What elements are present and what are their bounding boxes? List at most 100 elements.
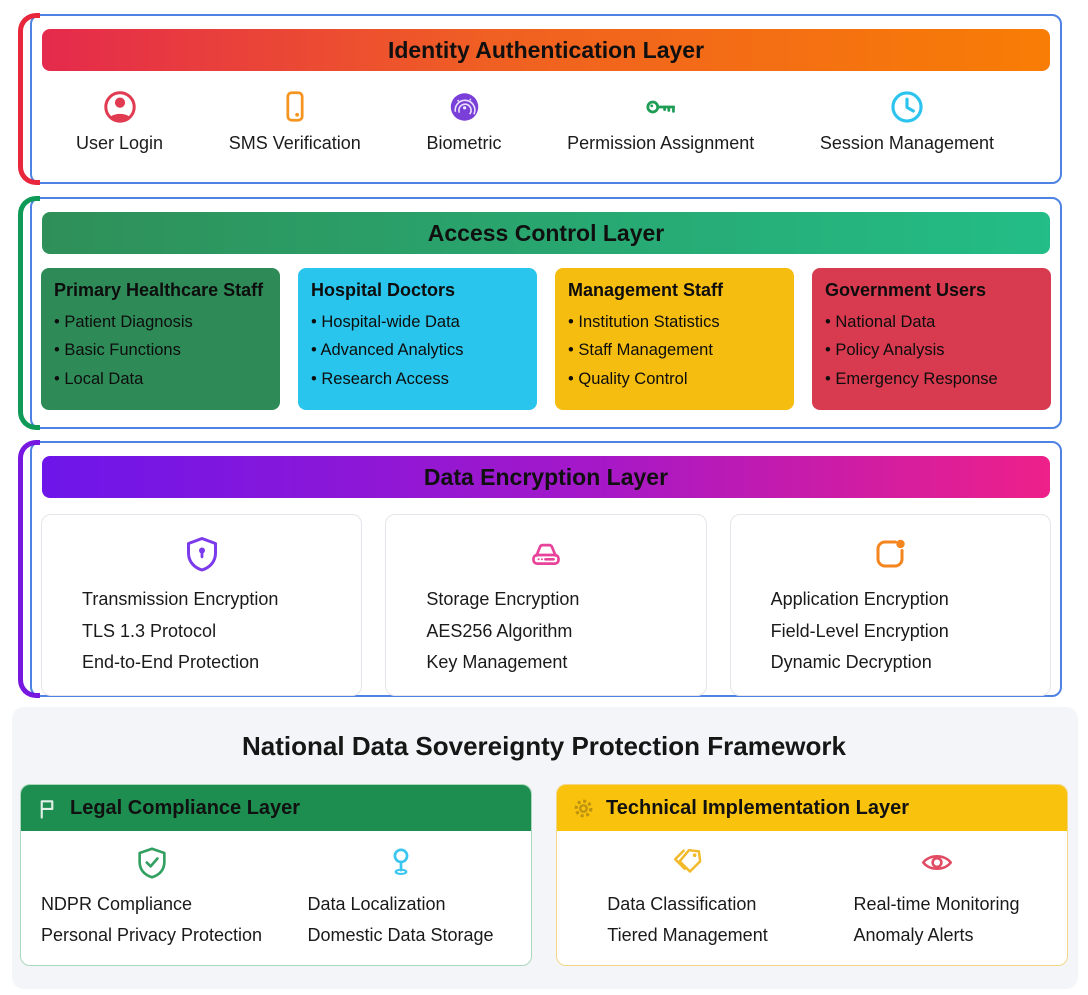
feature-realtime-monitoring: Real-time Monitoring Anomaly Alerts [812,844,1061,951]
flag-icon [40,799,54,819]
feature-line: Domestic Data Storage [307,924,494,945]
bullet-item: Hospital-wide Data [311,308,524,336]
role-card-title: Hospital Doctors [311,280,456,300]
role-card-hospital-doctors: Hospital Doctors Hospital-wide Data Adva… [298,268,537,410]
bullet-item: Emergency Response [825,365,1038,393]
user-icon [103,91,136,123]
feature-line: Tiered Management [607,924,768,945]
shield-lock-icon [186,537,217,572]
clock-icon [891,91,923,123]
access-layer-header: Access Control Layer [42,212,1050,254]
bullet-item: Basic Functions [54,336,267,364]
role-card-primary-healthcare: Primary Healthcare Staff Patient Diagnos… [41,268,280,410]
enc-line: Transmission Encryption [82,589,279,609]
feature-data-localization: Data Localization Domestic Data Storage [276,844,525,951]
bullet-item: Local Data [54,365,267,393]
bullet-item: Quality Control [568,365,781,393]
feature-line: Data Classification [607,894,757,914]
framework-panels: Legal Compliance Layer NDPR Compliance [20,784,1068,966]
feature-ndpr-compliance: NDPR Compliance Personal Privacy Protect… [27,844,276,951]
access-control-layer: Access Control Layer Primary Healthcare … [18,196,1062,430]
bullet-item: Patient Diagnosis [54,308,267,336]
enc-line: AES256 Algorithm [426,620,573,641]
enc-line: TLS 1.3 Protocol [82,620,217,641]
role-card-bullets: Patient Diagnosis Basic Functions Local … [54,308,267,393]
bullet-item: Advanced Analytics [311,336,524,364]
enc-card-transmission: Transmission Encryption TLS 1.3 Protocol… [41,514,363,696]
feature-line: Real-time Monitoring [853,894,1020,914]
auth-item-biometric: Biometric [426,88,501,154]
feature-lines: Data Localization Domestic Data Storage [307,889,493,951]
enc-line: Field-Level Encryption [770,620,949,641]
feature-line: Data Localization [307,894,446,914]
auth-methods-row: User Login SMS Verification Bi [32,71,1060,168]
technical-panel-header: Technical Implementation Layer [557,785,1067,831]
role-card-title: Government Users [825,280,987,300]
legal-panel-body: NDPR Compliance Personal Privacy Protect… [21,831,531,965]
shield-check-icon [137,847,166,879]
feature-data-classification: Data Classification Tiered Management [563,844,812,951]
role-card-management-staff: Management Staff Institution Statistics … [555,268,794,410]
role-card-bullets: Institution Statistics Staff Management … [568,308,781,393]
technical-panel-title: Technical Implementation Layer [606,796,910,819]
feature-line: NDPR Compliance [40,894,192,914]
enc-card-lines: Storage Encryption AES256 Algorithm Key … [386,584,705,679]
bullet-item: Institution Statistics [568,308,781,336]
technical-panel-body: Data Classification Tiered Management [557,831,1067,965]
legal-panel-title: Legal Compliance Layer [70,796,301,819]
auth-item-label: Session Management [819,133,994,153]
bullet-item: Research Access [311,365,524,393]
role-card-bullets: Hospital-wide Data Advanced Analytics Re… [311,308,524,393]
feature-lines: Real-time Monitoring Anomaly Alerts [853,889,1019,951]
gear-icon [574,799,593,817]
enc-line: End-to-End Protection [82,652,260,672]
auth-item-permission-assignment: Permission Assignment [567,88,754,154]
feature-line: Anomaly Alerts [853,924,974,945]
enc-card-storage: Storage Encryption AES256 Algorithm Key … [385,514,707,696]
national-framework-section: National Data Sovereignty Protection Fra… [12,707,1078,989]
identity-layer-title: Identity Authentication Layer [387,36,705,63]
encryption-cards-row: Transmission Encryption TLS 1.3 Protocol… [32,498,1060,710]
feature-lines: NDPR Compliance Personal Privacy Protect… [41,889,262,951]
enc-line: Key Management [426,652,568,672]
location-pin-icon [393,848,408,875]
role-card-title: Management Staff [568,280,724,300]
auth-item-user-login: User Login [76,88,163,154]
data-encryption-layer: Data Encryption Layer Transmission Encry… [18,440,1062,698]
bullet-item: Policy Analysis [825,336,1038,364]
eye-icon [921,855,952,871]
enc-line: Application Encryption [770,589,949,609]
encryption-layer-header: Data Encryption Layer [42,456,1050,498]
auth-item-label: SMS Verification [228,133,361,153]
role-card-bullets: National Data Policy Analysis Emergency … [825,308,1038,393]
role-cards-row: Primary Healthcare Staff Patient Diagnos… [32,254,1060,426]
legal-compliance-panel: Legal Compliance Layer NDPR Compliance [20,784,532,966]
phone-icon [286,91,304,122]
encryption-layer-title: Data Encryption Layer [423,463,669,490]
technical-implementation-panel: Technical Implementation Layer [556,784,1068,966]
enc-line: Storage Encryption [426,589,580,609]
legal-panel-header: Legal Compliance Layer [21,785,531,831]
identity-authentication-layer: Identity Authentication Layer User Login… [18,13,1062,185]
feature-line: Personal Privacy Protection [40,924,263,945]
bullet-item: Staff Management [568,336,781,364]
enc-card-application: Application Encryption Field-Level Encry… [729,514,1051,696]
bullet-item: National Data [825,308,1038,336]
auth-item-label: User Login [76,133,164,153]
role-card-government-users: Government Users National Data Policy An… [812,268,1051,410]
framework-title: National Data Sovereignty Protection Fra… [242,731,846,761]
auth-item-label: Permission Assignment [567,133,755,153]
app-window-icon [876,539,906,568]
enc-card-lines: Transmission Encryption TLS 1.3 Protocol… [42,584,361,679]
enc-line: Dynamic Decryption [770,652,932,672]
access-layer-title: Access Control Layer [427,219,665,246]
auth-item-sms-verification: SMS Verification [229,88,361,154]
enc-card-lines: Application Encryption Field-Level Encry… [731,584,1050,679]
feature-lines: Data Classification Tiered Management [607,889,767,951]
storage-drive-icon [532,543,560,565]
identity-layer-header: Identity Authentication Layer [42,29,1050,71]
fingerprint-icon [450,93,479,121]
tags-icon [673,848,701,873]
auth-item-session-management: Session Management [820,88,994,154]
